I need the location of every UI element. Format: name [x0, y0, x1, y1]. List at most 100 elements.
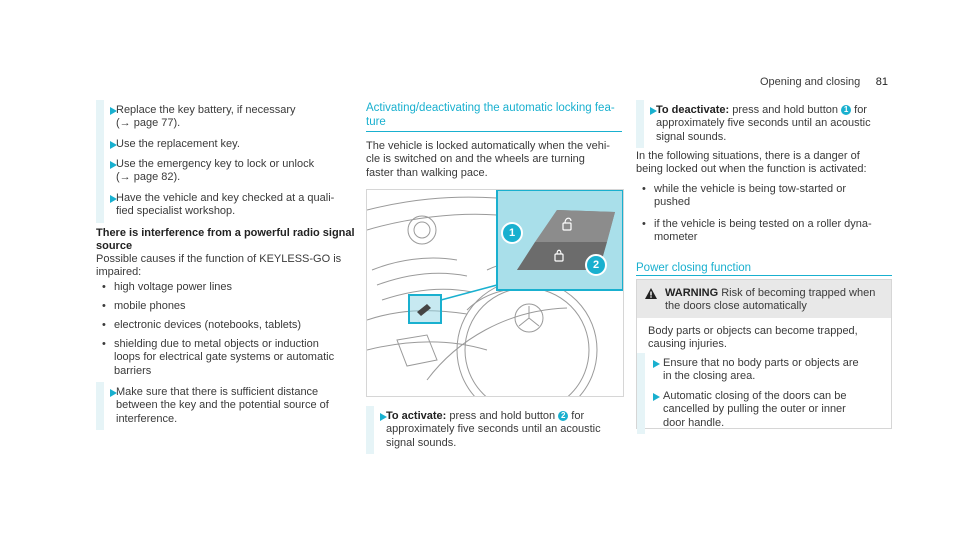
instruction-step: Use the replacement key.: [96, 133, 366, 156]
callout-2: 2: [585, 254, 607, 276]
instruction-step: Ensure that no body parts or objects are…: [637, 353, 893, 388]
bullet-text: barriers: [114, 364, 152, 377]
step-arrow-icon: [110, 107, 117, 115]
bullet-item: electronic devices (notebooks, tablets): [96, 319, 302, 333]
step-text: signal sounds.: [656, 130, 727, 143]
step-text-part: for: [851, 104, 867, 116]
intro-paragraph: Possible causes if the function of KEYLE…: [96, 253, 356, 280]
step-arrow-icon: [380, 413, 387, 421]
warning-box: WARNING Risk of becoming trapped when th…: [636, 279, 893, 435]
callout-number: 1: [508, 227, 516, 239]
instruction-step: Automatic closing of the doors can be ca…: [637, 385, 893, 435]
step-text: Automatic closing of the doors can be: [663, 390, 847, 402]
section-title: Opening and closing: [760, 76, 861, 88]
warning-text-part: Risk of becoming trapped when: [718, 287, 876, 299]
bullet-text: if the vehicle is being tested on a roll…: [654, 218, 872, 230]
step-text: Ensure that no body parts or objects are: [663, 357, 859, 369]
section-heading: Activating/deactivating the automatic lo…: [366, 101, 622, 129]
instruction-step: Make sure that there is sufficient dista…: [96, 381, 376, 431]
body-paragraph: The vehicle is locked automatically when…: [366, 140, 622, 180]
bullet-text: shielding due to metal objects or induct…: [114, 338, 319, 350]
text-line: cle is switched on and the wheels are tu…: [366, 153, 585, 166]
text-line: faster than walking pace.: [366, 166, 488, 179]
bullet-item: if the vehicle is being tested on a roll…: [636, 218, 872, 245]
running-header: Opening and closing 81: [760, 76, 888, 90]
instruction-step: Use the emergency key to lock or unlock …: [96, 154, 366, 189]
warning-body: Body parts or objects can become trapped…: [648, 325, 886, 352]
step-text-part: press and hold button: [446, 410, 559, 422]
text-line: impaired:: [96, 266, 142, 279]
step-arrow-icon: [110, 141, 117, 149]
step-text: in the closing area.: [663, 370, 756, 383]
bullet-text: mometer: [654, 231, 698, 244]
bullet-item: shielding due to metal objects or induct…: [96, 338, 334, 378]
bullet-text: high voltage power lines: [114, 281, 233, 293]
step-text: cancelled by pulling the outer or inner: [663, 403, 846, 416]
callout-number: 2: [592, 259, 600, 271]
step-text: door handle.: [663, 416, 725, 429]
step-text: Replace the key battery, if necessary: [116, 104, 296, 116]
instruction-step: Have the vehicle and key checked at a qu…: [96, 188, 366, 223]
step-arrow-icon: [110, 161, 117, 169]
step-text: Have the vehicle and key checked at a qu…: [116, 192, 335, 204]
bullet-text: mobile phones: [114, 300, 186, 312]
heading-line: Activating/deactivating the automatic lo…: [366, 102, 615, 114]
cockpit-drawing: [367, 190, 623, 396]
text-line: In the following situations, there is a …: [636, 150, 860, 162]
step-text-part: press and hold button: [729, 104, 842, 116]
section-heading: Power closing function: [636, 262, 752, 274]
warning-text-part: the doors close automatically: [665, 300, 807, 313]
instruction-step: Replace the key battery, if necessary (→…: [96, 100, 366, 135]
text-line: causing injuries.: [648, 338, 727, 351]
instruction-step: To deactivate: press and hold button 1 f…: [636, 99, 912, 149]
step-arrow-icon: [110, 389, 117, 397]
step-text: To deactivate: press and hold button 1 f…: [656, 104, 912, 117]
step-arrow-icon: [653, 360, 660, 368]
step-text: Use the replacement key.: [116, 138, 240, 150]
warning-triangle-icon: [645, 288, 657, 299]
text-line: The vehicle is locked automatically when…: [366, 140, 610, 152]
text-line: Body parts or objects can become trapped…: [648, 325, 858, 337]
bullet-item: mobile phones: [96, 300, 186, 314]
text-line: Possible causes if the function of KEYLE…: [96, 253, 342, 265]
warning-label: WARNING: [665, 287, 719, 299]
heading-rule: [366, 131, 622, 132]
bullet-text: pushed: [654, 196, 691, 209]
button-number-badge: 1: [841, 105, 852, 115]
step-text: Use the emergency key to lock or unlock: [116, 158, 315, 170]
warning-text: WARNING Risk of becoming trapped when th…: [665, 287, 887, 314]
text-line: being locked out when the function is ac…: [636, 163, 867, 176]
step-text: interference.: [116, 412, 178, 425]
step-text: approximately five seconds until an acou…: [386, 423, 601, 436]
step-text: signal sounds.: [386, 436, 457, 449]
heading-line: There is interference from a powerful ra…: [96, 227, 355, 239]
callout-1: 1: [501, 222, 523, 244]
button-number-badge: 2: [558, 411, 569, 421]
step-arrow-icon: [650, 107, 657, 115]
heading-line: ture: [366, 116, 386, 128]
step-arrow-icon: [110, 195, 117, 203]
warning-header: WARNING Risk of becoming trapped when th…: [637, 280, 891, 318]
bullet-text: loops for electrical gate systems or aut…: [114, 351, 335, 364]
heading-line: source: [96, 240, 133, 253]
bullet-item: high voltage power lines: [96, 281, 233, 295]
step-label: To deactivate:: [656, 104, 730, 116]
cockpit-illustration: 1 2: [366, 189, 624, 397]
instruction-step: To activate: press and hold button 2 for…: [366, 405, 642, 455]
step-text: approximately five seconds until an acou…: [656, 117, 871, 130]
step-arrow-icon: [653, 393, 660, 401]
page-ref: (→ page 77).: [116, 117, 181, 130]
bullet-text: electronic devices (notebooks, tablets): [114, 319, 302, 331]
page-ref: (→ page 82).: [116, 171, 181, 184]
step-text: fied specialist workshop.: [116, 205, 236, 218]
step-text: To activate: press and hold button 2 for: [386, 410, 642, 423]
subsection-heading: There is interference from a powerful ra…: [96, 227, 356, 254]
step-label: To activate:: [386, 410, 447, 422]
page-number: 81: [875, 76, 888, 88]
heading-rule: [636, 275, 892, 276]
step-text: between the key and the potential source…: [116, 399, 329, 412]
bullet-text: while the vehicle is being tow-started o…: [654, 183, 846, 195]
step-text: Make sure that there is sufficient dista…: [116, 386, 319, 398]
body-paragraph: In the following situations, there is a …: [636, 150, 892, 177]
step-text-part: for: [568, 410, 585, 422]
